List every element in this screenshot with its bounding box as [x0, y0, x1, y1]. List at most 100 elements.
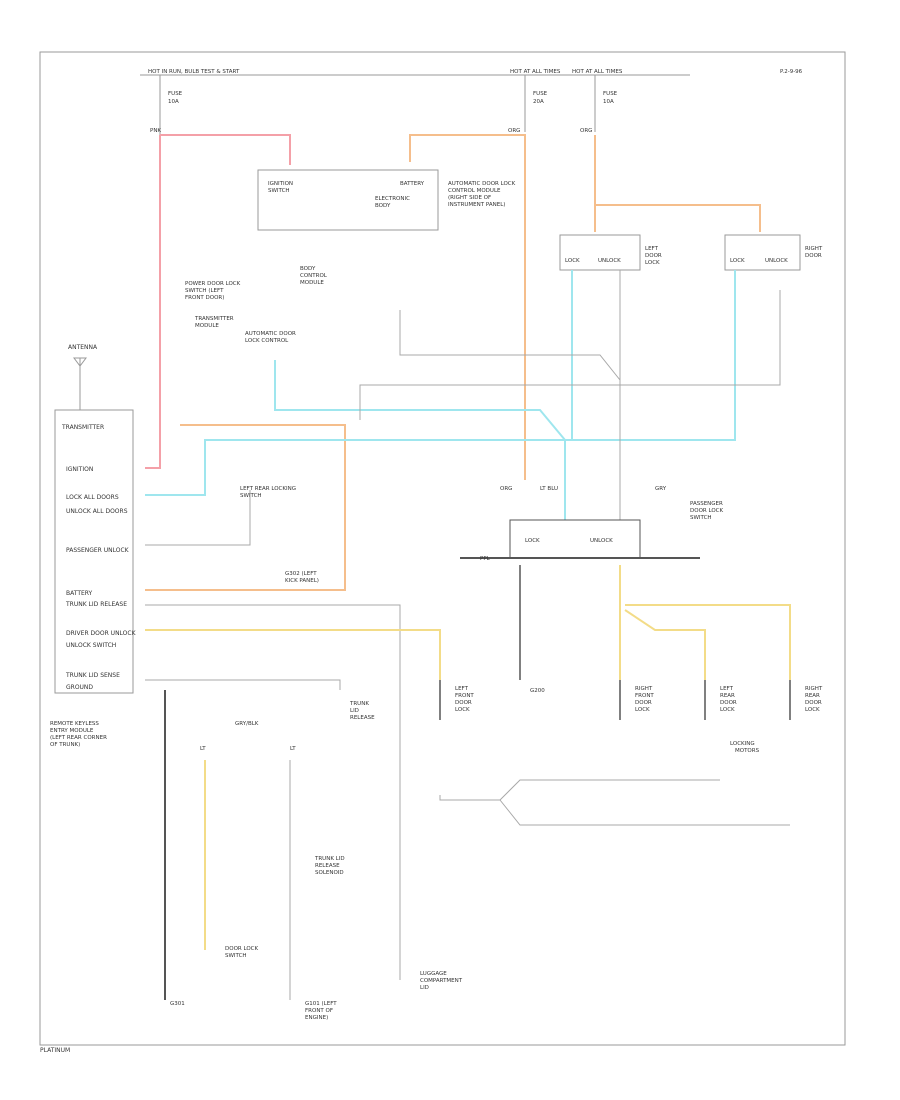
yellow-wire: [145, 629, 441, 680]
svg-text:FUSE: FUSE: [168, 91, 183, 97]
svg-text:G301: G301: [170, 1001, 185, 1007]
svg-text:10A: 10A: [603, 99, 614, 105]
svg-text:DOOR: DOOR: [720, 700, 737, 706]
svg-text:POWER DOOR LOCK: POWER DOOR LOCK: [185, 281, 241, 287]
svg-text:DOOR: DOOR: [645, 253, 662, 259]
svg-text:CONTROL MODULE: CONTROL MODULE: [448, 188, 501, 194]
svg-text:GRY/BLK: GRY/BLK: [235, 721, 259, 727]
svg-text:REMOTE KEYLESS: REMOTE KEYLESS: [50, 721, 99, 727]
svg-text:LT: LT: [200, 746, 206, 752]
svg-text:TRUNK LID: TRUNK LID: [314, 856, 345, 862]
svg-text:GRY: GRY: [655, 486, 667, 492]
svg-text:RIGHT: RIGHT: [805, 686, 823, 692]
actuators: [439, 565, 791, 720]
left-lock-relay: [559, 234, 641, 271]
svg-text:10A: 10A: [168, 99, 179, 105]
svg-text:LEFT: LEFT: [645, 246, 659, 252]
svg-text:TRUNK: TRUNK: [349, 701, 369, 707]
svg-text:LEFT: LEFT: [720, 686, 734, 692]
svg-text:LOCK CONTROL: LOCK CONTROL: [245, 338, 289, 344]
antenna-label: ANTENNA: [68, 344, 98, 351]
svg-text:SWITCH: SWITCH: [690, 515, 712, 521]
svg-text:ORG: ORG: [508, 128, 520, 134]
footer-code: PLATINUM: [40, 1047, 71, 1054]
svg-text:RELEASE: RELEASE: [350, 715, 375, 721]
svg-text:G101 (LEFT: G101 (LEFT: [305, 1001, 337, 1007]
svg-text:UNLOCK: UNLOCK: [590, 538, 613, 544]
svg-text:ENTRY MODULE: ENTRY MODULE: [50, 728, 94, 734]
pin-unlock-all-doors: UNLOCK ALL DOORS: [66, 508, 128, 515]
transmitter-module: [54, 409, 134, 694]
corner-code: P.2-9-96: [780, 69, 803, 75]
svg-text:REAR: REAR: [805, 693, 820, 699]
svg-text:LOCK: LOCK: [635, 707, 650, 713]
fuse-drops: [159, 75, 596, 135]
svg-text:ORG: ORG: [500, 486, 512, 492]
svg-text:RELEASE: RELEASE: [315, 863, 340, 869]
svg-text:LOCK: LOCK: [565, 258, 580, 264]
svg-text:DOOR: DOOR: [805, 253, 822, 259]
svg-text:FRONT DOOR): FRONT DOOR): [185, 295, 224, 301]
svg-text:LT: LT: [290, 746, 296, 752]
svg-text:SWITCH: SWITCH: [225, 953, 247, 959]
svg-text:G200: G200: [530, 688, 545, 694]
svg-text:MODULE: MODULE: [300, 280, 324, 286]
svg-text:LOCKING: LOCKING: [730, 741, 755, 747]
svg-text:RIGHT: RIGHT: [635, 686, 653, 692]
svg-text:UNLOCK: UNLOCK: [765, 258, 788, 264]
right-lock-relay: [724, 234, 801, 271]
svg-text:DOOR: DOOR: [455, 700, 472, 706]
svg-text:MOTORS: MOTORS: [735, 748, 760, 754]
svg-text:IGNITION: IGNITION: [268, 181, 293, 187]
svg-text:INSTRUMENT PANEL): INSTRUMENT PANEL): [448, 202, 505, 208]
svg-text:LOCK: LOCK: [730, 258, 745, 264]
svg-text:REAR: REAR: [720, 693, 735, 699]
svg-text:LOCK: LOCK: [805, 707, 820, 713]
svg-text:ELECTRONIC: ELECTRONIC: [375, 196, 410, 202]
svg-text:PNK: PNK: [150, 128, 161, 134]
svg-text:KICK PANEL): KICK PANEL): [285, 578, 319, 584]
svg-text:BODY: BODY: [300, 266, 316, 272]
svg-text:FRONT OF: FRONT OF: [305, 1008, 333, 1014]
transmitter-title: TRANSMITTER: [62, 424, 105, 431]
svg-text:LUGGAGE: LUGGAGE: [420, 971, 447, 977]
svg-text:FUSE: FUSE: [603, 91, 618, 97]
pin-trunk-lid-sense: TRUNK LID SENSE: [66, 672, 120, 679]
svg-text:SWITCH: SWITCH: [268, 188, 290, 194]
svg-text:FRONT: FRONT: [635, 693, 654, 699]
diagram-frame: [39, 51, 846, 1046]
svg-text:RIGHT: RIGHT: [805, 246, 823, 252]
svg-text:FRONT: FRONT: [455, 693, 474, 699]
pink-wire: [145, 135, 161, 469]
svg-text:PASSENGER: PASSENGER: [690, 501, 723, 507]
svg-text:HOT AT ALL TIMES: HOT AT ALL TIMES: [572, 69, 623, 75]
svg-text:DOOR: DOOR: [635, 700, 652, 706]
svg-text:ENGINE): ENGINE): [305, 1015, 328, 1021]
svg-text:DOOR LOCK: DOOR LOCK: [225, 946, 259, 952]
svg-text:COMPARTMENT: COMPARTMENT: [420, 978, 463, 984]
svg-text:BODY: BODY: [375, 203, 391, 209]
svg-text:20A: 20A: [533, 99, 544, 105]
orange-wire: [409, 134, 526, 480]
svg-text:DOOR LOCK: DOOR LOCK: [690, 508, 724, 514]
pin-battery: BATTERY: [66, 590, 93, 597]
svg-text:LEFT: LEFT: [455, 686, 469, 692]
svg-text:ORG: ORG: [580, 128, 592, 134]
svg-text:LOCK: LOCK: [645, 260, 660, 266]
svg-text:MODULE: MODULE: [195, 323, 219, 329]
pin-passenger-unlock: PASSENGER UNLOCK: [66, 547, 129, 554]
svg-text:UNLOCK: UNLOCK: [598, 258, 621, 264]
svg-text:BATTERY: BATTERY: [400, 181, 425, 187]
svg-text:AUTOMATIC DOOR LOCK: AUTOMATIC DOOR LOCK: [448, 181, 516, 187]
svg-text:SWITCH: SWITCH: [240, 493, 262, 499]
svg-text:LOCK: LOCK: [525, 538, 540, 544]
svg-text:HOT AT ALL TIMES: HOT AT ALL TIMES: [510, 69, 561, 75]
svg-text:LT BLU: LT BLU: [540, 486, 558, 492]
svg-text:(RIGHT SIDE OF: (RIGHT SIDE OF: [448, 195, 491, 201]
svg-text:G302 (LEFT: G302 (LEFT: [285, 571, 317, 577]
pin-ignition: IGNITION: [66, 466, 94, 473]
svg-text:TRANSMITTER: TRANSMITTER: [194, 316, 234, 322]
svg-text:FUSE: FUSE: [533, 91, 548, 97]
svg-text:SWITCH (LEFT: SWITCH (LEFT: [185, 288, 224, 294]
